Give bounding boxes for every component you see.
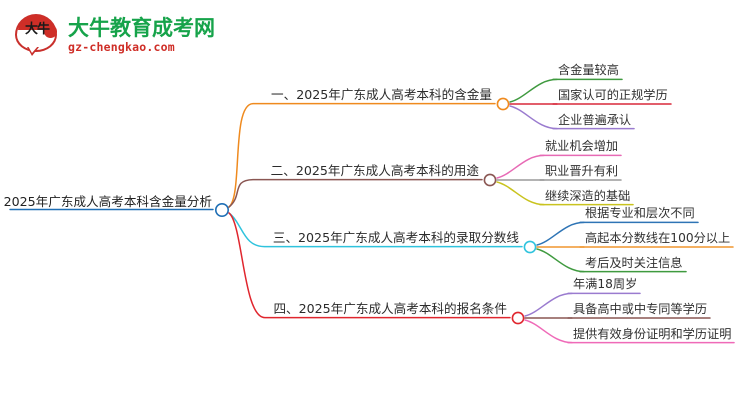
leaf-label[interactable]: 继续深造的基础 [545,188,631,203]
branch-label-3[interactable]: 三、2025年广东成人高考本科的录取分数线 [272,230,519,245]
connector-line [524,319,573,344]
connector-line [228,178,483,208]
connector-line [536,221,585,246]
branch-node-1[interactable] [496,97,510,111]
leaf-label[interactable]: 企业普遍承认 [558,112,632,127]
logo-dot-shape [44,25,57,38]
logo-mark-icon: 大牛 [14,12,60,58]
branch-node-2[interactable] [483,173,497,187]
leaf-label[interactable]: 考后及时关注信息 [585,255,683,270]
speech-bubble-tail-inner-icon [28,46,38,53]
leaf-label[interactable]: 具备高中或中专同等学历 [573,302,708,316]
branch-label-1[interactable]: 一、2025年广东成人高考本科的含金量 [271,87,492,102]
leaf-label[interactable]: 含金量较高 [558,63,619,78]
branch-label-4[interactable]: 四、2025年广东成人高考本科的报名条件 [273,301,507,316]
branch-node-3[interactable] [523,240,537,254]
leaf-label[interactable]: 国家认可的正规学历 [558,88,668,102]
connector-line [496,181,545,206]
connector-line [536,248,585,273]
branch-node-4[interactable] [511,311,525,325]
connector-line [496,154,545,179]
leaf-label[interactable]: 高起本分数线在100分以上 [585,231,731,245]
connector-line [228,212,523,248]
logo-title: 大牛教育成考网 [68,16,215,40]
leaf-label[interactable]: 年满18周岁 [573,277,638,292]
connector-line [524,292,573,317]
leaf-label[interactable]: 提供有效身份证明和学历证明 [573,326,732,341]
connector-line [509,78,558,103]
branch-label-2[interactable]: 二、2025年广东成人高考本科的用途 [270,163,479,178]
leaf-label[interactable]: 根据专业和层次不同 [585,206,695,221]
logo-subtitle: gz-chengkao.com [68,40,175,54]
connector-line [509,105,558,130]
root-node-label[interactable]: 2025年广东成人高考本科含金量分析 [3,194,212,209]
site-logo[interactable]: 大牛 大牛教育成考网 gz-chengkao.com [14,10,215,60]
logo-mark-text: 大牛 [24,22,50,37]
root-node[interactable] [215,203,230,218]
connector-line [228,212,511,319]
connector-line [228,102,496,208]
leaf-label[interactable]: 就业机会增加 [545,139,619,154]
logo-text-block: 大牛教育成考网 gz-chengkao.com [68,16,215,54]
leaf-label[interactable]: 职业晋升有利 [545,164,619,178]
